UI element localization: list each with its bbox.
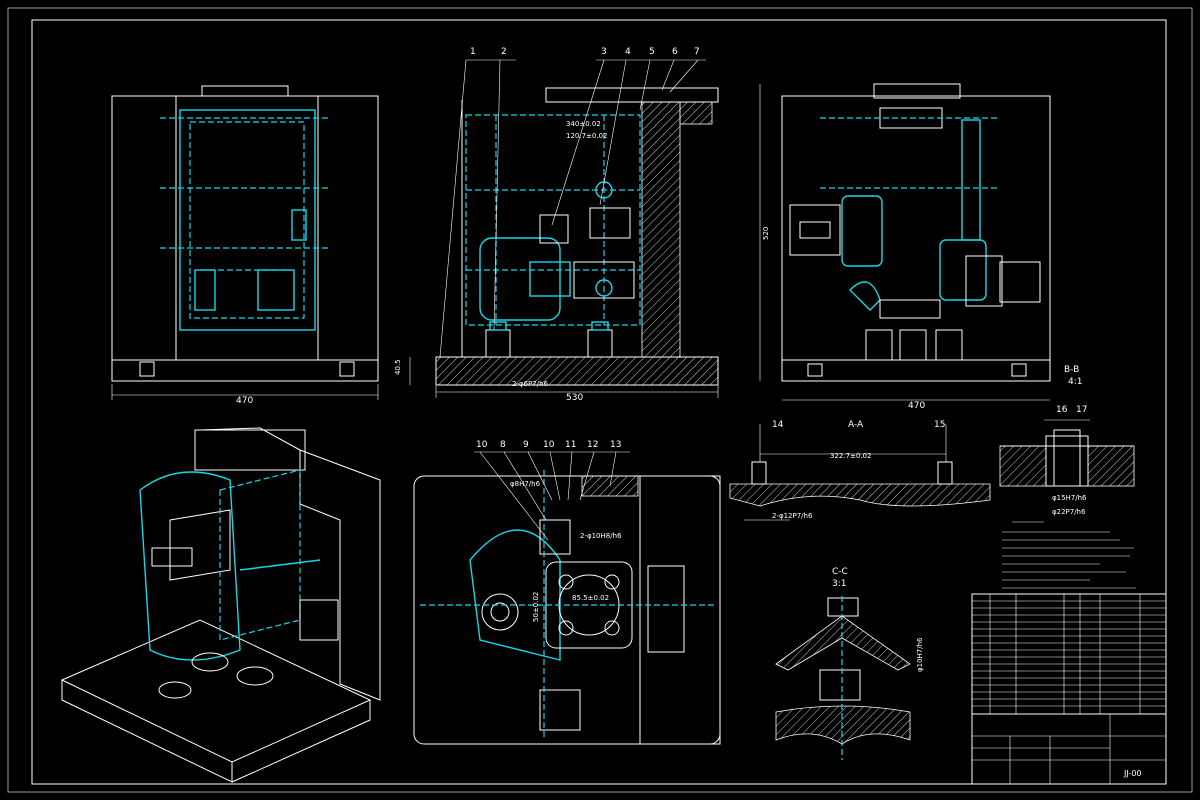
balloon-leaders-bottom	[474, 451, 630, 541]
title-block	[971, 713, 1167, 785]
balloon-17: 17	[1076, 405, 1087, 415]
dim-right-width: 470	[908, 401, 925, 411]
balloon-leaders-top	[439, 59, 706, 358]
section-cc-title: C-C	[832, 567, 848, 577]
isometric-view	[60, 427, 381, 783]
balloon-13: 13	[610, 440, 621, 450]
dim-bot-3: 85.5±0.02	[572, 594, 609, 602]
dim-bb-2: φ22P7/h6	[1052, 508, 1086, 516]
dim-bot-4: 50±0.02	[532, 592, 540, 622]
dim-cc: φ10H7/h6	[916, 637, 924, 672]
balloon-3: 3	[601, 47, 607, 57]
balloon-12: 12	[587, 440, 598, 450]
outer-frame	[7, 7, 1193, 793]
balloon-9: 9	[523, 440, 529, 450]
balloon-14: 14	[772, 420, 784, 430]
balloon-11: 11	[565, 440, 576, 450]
inner-frame	[31, 19, 1167, 785]
right-view	[759, 83, 1051, 401]
balloon-6: 6	[672, 47, 678, 57]
dim-aa-pin: 2-φ12P7/h6	[772, 512, 813, 520]
dim-aa: 322.7±0.02	[830, 452, 872, 460]
technical-notes	[1002, 521, 1136, 589]
balloon-1: 1	[470, 47, 476, 57]
balloon-bottom-1: 10	[476, 440, 488, 450]
front-view	[111, 85, 379, 400]
section-bb-title: B-B	[1064, 365, 1079, 375]
dim-top-2: 120.7±0.02	[566, 132, 608, 140]
dim-pin-fit-top: 2-φ6P7/h6	[512, 380, 549, 388]
dim-bot-2: 2-φ10H8/h6	[580, 532, 622, 540]
dim-mid-width: 530	[566, 393, 583, 403]
parts-list	[971, 593, 1167, 715]
side-section-view	[409, 87, 719, 398]
balloon-16: 16	[1056, 405, 1068, 415]
plan-view	[413, 470, 721, 745]
dim-top-1: 340±0.02	[566, 120, 601, 128]
dim-bb-1: φ15H7/h6	[1052, 494, 1087, 502]
dim-base-height: 40.5	[394, 359, 402, 375]
balloon-15: 15	[934, 420, 945, 430]
balloon-7: 7	[694, 47, 700, 57]
dim-front-width: 470	[236, 396, 253, 406]
balloon-4: 4	[625, 47, 631, 57]
section-cc-scale: 3:1	[832, 579, 846, 589]
balloon-10: 10	[543, 440, 555, 450]
dim-bot-1: φ8H7/h6	[510, 480, 541, 488]
section-b-b	[999, 419, 1135, 487]
drawing-number: JJ-00	[1123, 769, 1142, 778]
section-bb-scale: 4:1	[1068, 377, 1082, 387]
section-a-a	[729, 424, 991, 521]
section-c-c	[775, 596, 911, 760]
balloon-5: 5	[649, 47, 655, 57]
section-aa-title: A-A	[848, 420, 864, 430]
dim-right-height: 520	[762, 227, 770, 240]
balloon-8: 8	[500, 440, 506, 450]
balloon-2: 2	[501, 47, 507, 57]
